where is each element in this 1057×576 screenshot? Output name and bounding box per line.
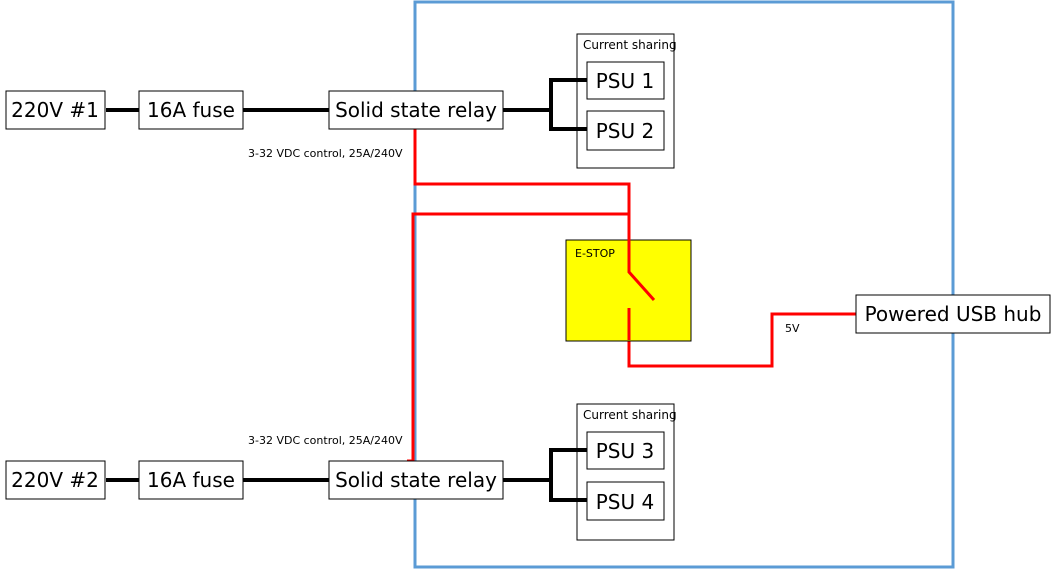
bottom-relay-label: Solid state relay: [335, 468, 497, 492]
bottom-source-label: 220V #2: [11, 468, 99, 492]
bottom-relay-box: [328, 460, 504, 500]
bottom-relay-note: 3-32 VDC control, 25A/240V: [248, 434, 403, 447]
psu-4-box: [586, 481, 665, 521]
psu-1-box: [586, 61, 665, 100]
psu-4-label: PSU 4: [596, 490, 654, 514]
top-fuse-box: [138, 90, 244, 130]
usb-hub-label: Powered USB hub: [865, 302, 1042, 326]
top-relay-label: Solid state relay: [335, 98, 497, 122]
estop-label: E-STOP: [575, 247, 615, 260]
top-source-label: 220V #1: [11, 98, 99, 122]
usb-voltage-label: 5V: [785, 322, 800, 335]
top-source-box: [5, 90, 106, 130]
bottom-fuse-label: 16A fuse: [147, 468, 235, 492]
top-fuse-label: 16A fuse: [147, 98, 235, 122]
enclosure-outline: [413, 0, 955, 569]
bottom-group-title: Current sharing: [583, 408, 677, 422]
psu-2-box: [586, 110, 665, 151]
psu-2-label: PSU 2: [596, 119, 654, 143]
usb-hub-box: [855, 294, 1051, 334]
bottom-fuse-box: [138, 460, 244, 500]
top-relay-box: [328, 90, 504, 130]
psu-3-box: [586, 431, 665, 470]
control-wire-estop-usb: [627, 308, 856, 368]
bottom-source-box: [5, 460, 106, 500]
top-relay-note: 3-32 VDC control, 25A/240V: [248, 147, 403, 160]
top-group-title: Current sharing: [583, 38, 677, 52]
psu-3-label: PSU 3: [596, 439, 654, 463]
psu-1-label: PSU 1: [596, 69, 654, 93]
estop-switch-icon: [627, 214, 656, 301]
